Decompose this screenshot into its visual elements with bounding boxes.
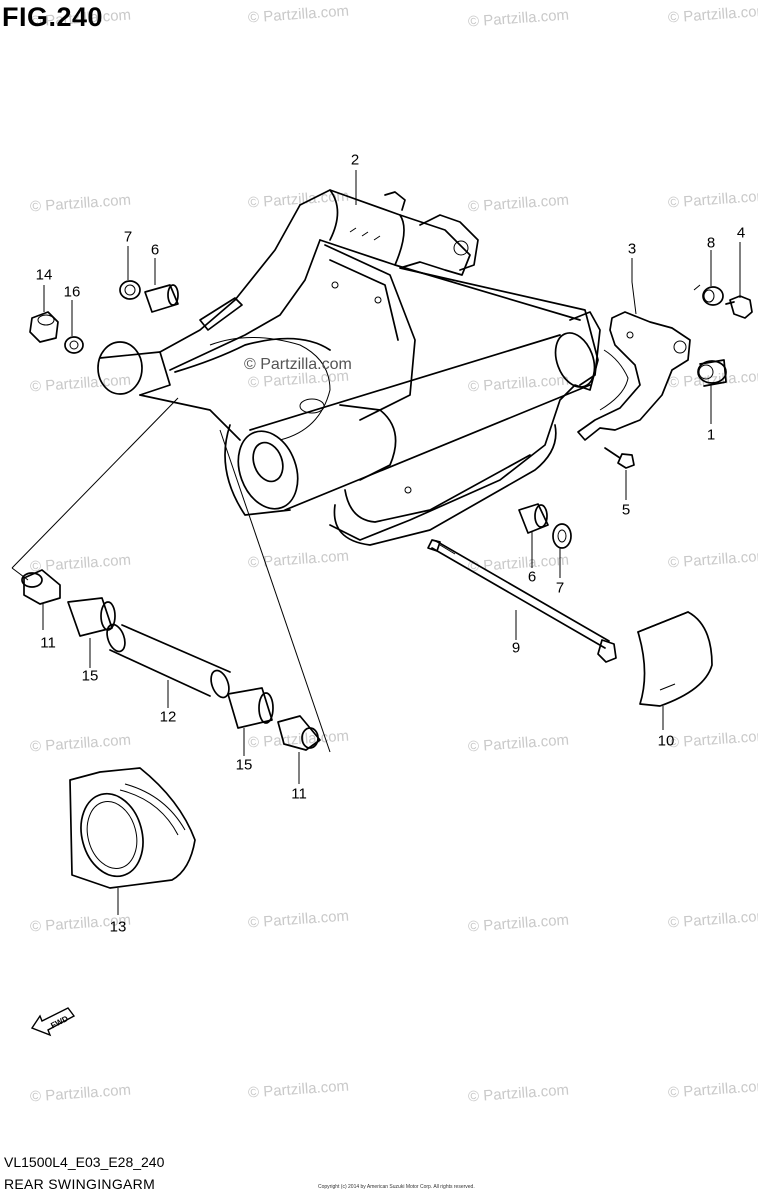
- pivot-shaft-part-9: [427, 539, 617, 663]
- callout-label-5: 5: [621, 501, 631, 519]
- bearing-right-part-6: [518, 503, 572, 549]
- callout-label-7-lower: 7: [555, 579, 565, 597]
- callout-label-10: 10: [657, 732, 675, 750]
- bracket-part-3: [577, 311, 691, 441]
- callout-label-16: 16: [63, 283, 81, 301]
- callout-label-6-lower: 6: [527, 568, 537, 586]
- callout-label-15-left: 15: [81, 667, 99, 685]
- callout-label-4: 4: [736, 224, 746, 242]
- callout-label-1: 1: [706, 426, 716, 444]
- right-fasteners: [604, 286, 753, 469]
- cover-part-10: [637, 611, 713, 707]
- callout-label-12: 12: [159, 708, 177, 726]
- swingarm-frame: [97, 189, 601, 546]
- figure-code: VL1500L4_E03_E28_240: [4, 1154, 165, 1170]
- section-title: REAR SWINGINGARM: [4, 1176, 156, 1192]
- callout-label-6-upper: 6: [150, 241, 160, 259]
- callout-label-7-upper: 7: [123, 228, 133, 246]
- callout-label-9: 9: [511, 639, 521, 657]
- left-upper-parts: [29, 280, 179, 354]
- callout-label-14: 14: [35, 266, 53, 284]
- forward-arrow-icon: FWD: [30, 1007, 76, 1037]
- callout-label-11-left: 11: [40, 634, 56, 652]
- callout-label-13: 13: [109, 918, 127, 936]
- callout-label-3: 3: [627, 240, 637, 258]
- callout-label-2: 2: [350, 151, 360, 169]
- leader-lines: [42, 170, 741, 915]
- callout-label-8: 8: [706, 234, 716, 252]
- center-watermark: © Partzilla.com: [244, 356, 352, 373]
- callout-label-11-right: 11: [291, 785, 307, 803]
- left-lower-parts: [11, 397, 331, 753]
- callout-label-15-right: 15: [235, 756, 253, 774]
- copyright-notice: Copyright (c) 2014 by American Suzuki Mo…: [318, 1184, 475, 1190]
- figure-title: FIG.240: [2, 2, 104, 32]
- boot-part-13: [69, 767, 196, 889]
